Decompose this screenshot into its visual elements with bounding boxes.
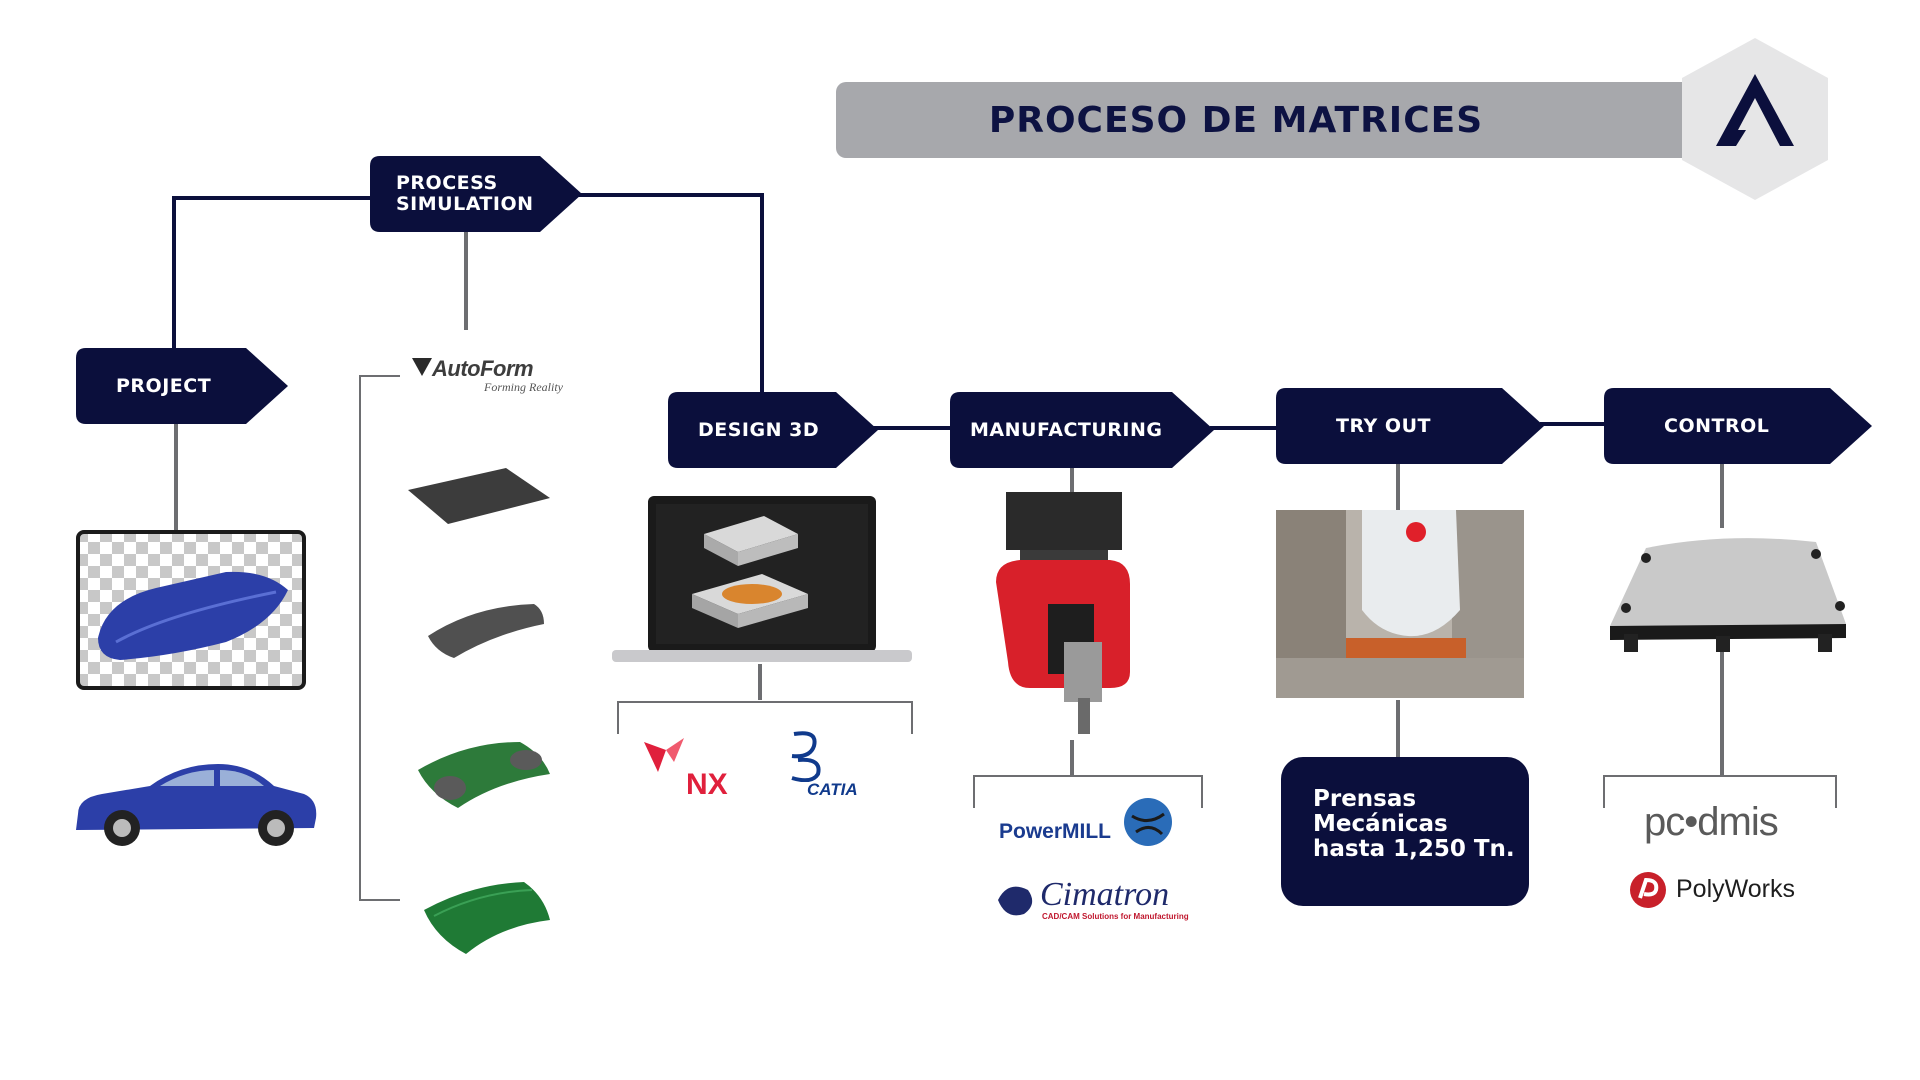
nx-logo-icon [644,738,684,772]
sheet-panel-icon [428,604,544,658]
step-control: CONTROL [1604,388,1872,464]
catia-logo-icon [791,731,821,782]
powermill-logo-text: PowerMILL [999,820,1112,843]
step-control-label: CONTROL [1664,414,1770,437]
sheet-panel-icon [408,468,550,524]
step-process-simulation-label: PROCESS SIMULATION [396,172,534,215]
laptop-die-icon [612,496,912,662]
step-design-3d: DESIGN 3D [668,392,878,468]
page-title: PROCESO DE MATRICES [988,99,1484,141]
sheet-panel-icon [424,882,550,954]
catia-logo-text: CATIA [807,780,858,799]
step-manufacturing-label: MANUFACTURING [970,418,1163,441]
cnc-machine-icon [996,492,1130,734]
die-model-top [704,516,798,566]
nx-logo-text: NX [686,768,728,801]
step-manufacturing: MANUFACTURING [950,392,1214,468]
autoform-tagline: Forming Reality [484,380,563,394]
polyworks-logo-text: PolyWorks [1676,875,1796,903]
polyworks-logo-icon [1630,872,1666,908]
step-project-label: PROJECT [116,374,212,397]
company-logo-icon [1682,38,1828,200]
autoform-logo-text: AutoForm [432,356,534,381]
press-capacity-box: Prensas Mecánicas hasta 1,250 Tn. [1281,757,1529,906]
pcdmis-logo-text: pc•dmis [1644,800,1779,844]
cimatron-mark-icon [998,886,1033,916]
inspection-fixture-icon [1610,538,1846,652]
step-project: PROJECT [76,348,288,424]
bracket-lines [359,375,1837,901]
cimatron-logo-text: Cimatron [1040,876,1170,913]
car-roof-icon [76,530,306,690]
cimatron-tagline: CAD/CAM Solutions for Manufacturing [1042,912,1189,921]
gray-drop-lines [174,232,1724,776]
step-try-out: TRY OUT [1276,388,1544,464]
step-process-simulation: PROCESS SIMULATION [370,156,582,232]
navy-flow-lines [172,193,1604,430]
powermill-globe-icon [1124,798,1172,846]
die-model-bottom [692,574,808,628]
press-machine-icon [1276,510,1524,698]
step-design-3d-label: DESIGN 3D [698,418,820,441]
autoform-mark-icon [412,358,432,376]
sheet-panel-icon [418,742,550,808]
step-try-out-label: TRY OUT [1336,414,1431,437]
car-icon [76,764,317,846]
title-banner [836,82,1716,158]
